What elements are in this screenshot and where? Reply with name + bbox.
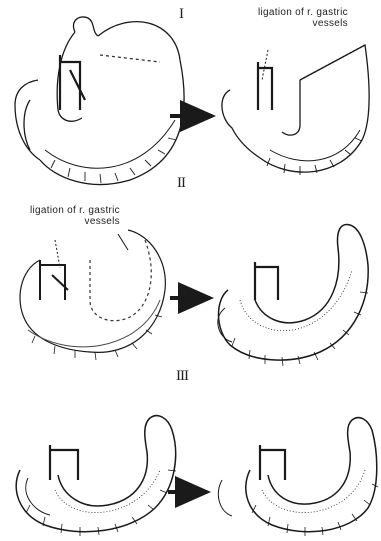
vessel-branches bbox=[51, 138, 176, 183]
stomach-1-right bbox=[222, 45, 369, 175]
stomach-2-right bbox=[218, 224, 368, 366]
stomach-1-left bbox=[15, 17, 184, 185]
gastroepiploic-vessels bbox=[45, 120, 175, 168]
stomach-2-left bbox=[20, 230, 165, 360]
stomach-3-right bbox=[218, 418, 378, 536]
resection-dashed-line bbox=[100, 55, 160, 62]
duodenum-inner bbox=[24, 100, 30, 150]
gastric-artery bbox=[60, 55, 85, 110]
stomach-3-left bbox=[16, 416, 176, 536]
esophagus-outline bbox=[73, 17, 98, 36]
duodenum-outline bbox=[15, 80, 40, 160]
